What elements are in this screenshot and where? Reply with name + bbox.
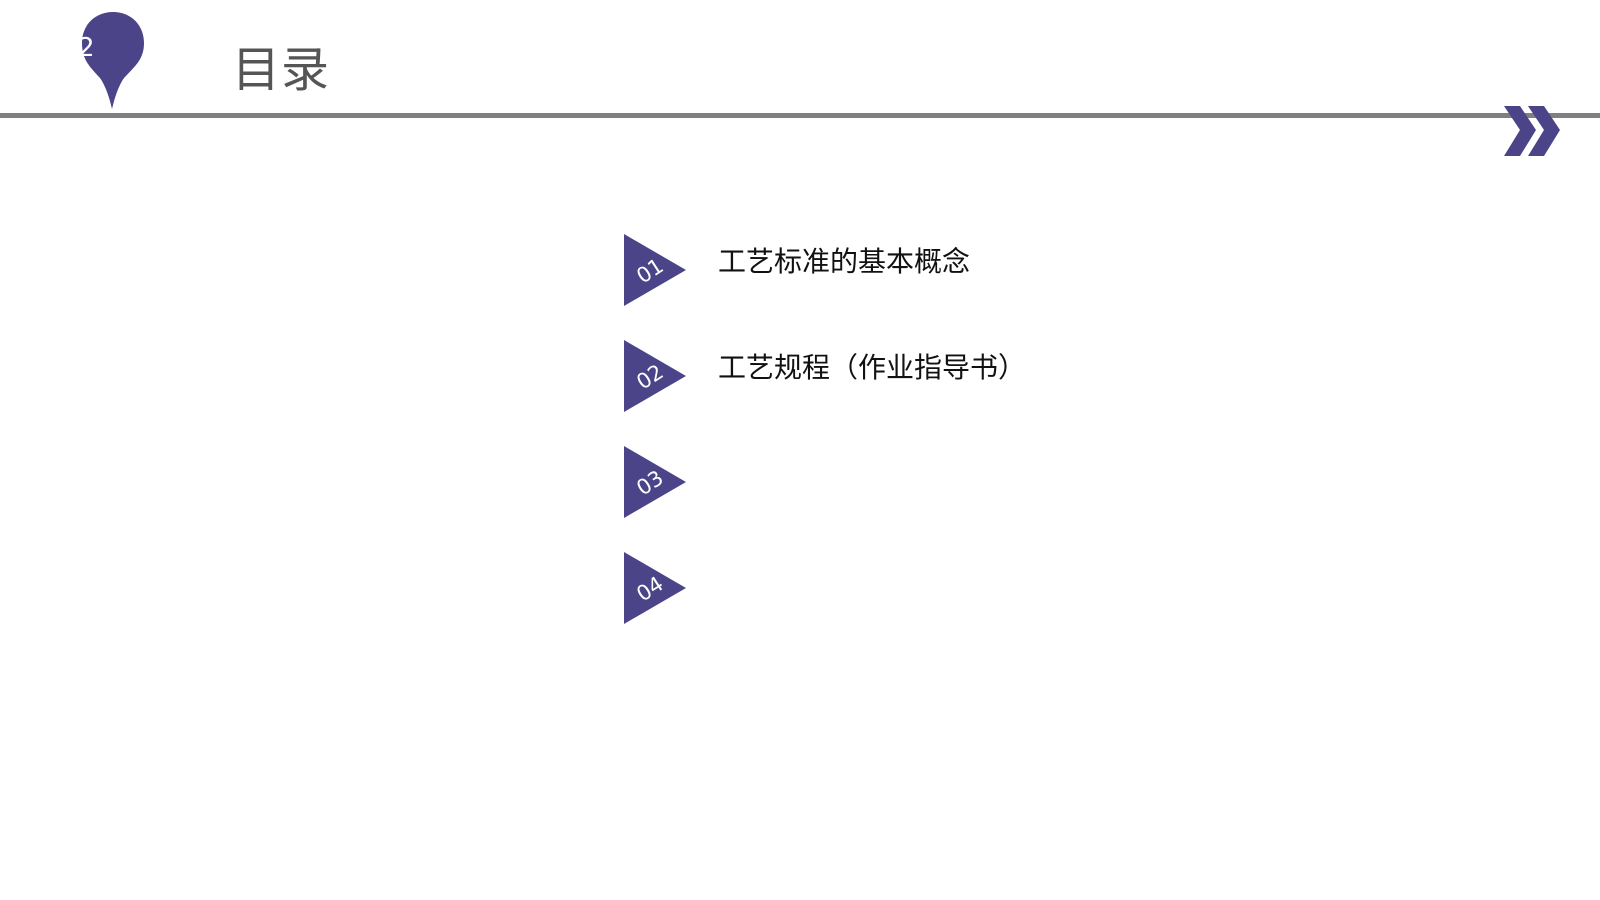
map-pin-icon: 2 [78, 12, 146, 112]
triangle-marker-icon: 01 [624, 234, 688, 306]
triangle-marker-icon: 03 [624, 446, 688, 518]
toc-item-03[interactable]: 03 [624, 446, 1244, 518]
double-chevron-right-icon [1504, 104, 1564, 160]
pin-glyph: 2 [78, 34, 92, 62]
toc-label: 工艺标准的基本概念 [718, 245, 971, 278]
toc-item-04[interactable]: 04 [624, 552, 1244, 624]
header-divider [0, 113, 1600, 118]
page-title: 目录 [232, 42, 331, 98]
toc-item-02[interactable]: 02 工艺规程（作业指导书） [624, 340, 1244, 412]
toc-item-01[interactable]: 01 工艺标准的基本概念 [624, 234, 1244, 306]
table-of-contents: 01 工艺标准的基本概念 02 工艺规程（作业指导书） 03 [624, 234, 1244, 658]
triangle-marker-icon: 02 [624, 340, 688, 412]
triangle-marker-icon: 04 [624, 552, 688, 624]
toc-label: 工艺规程（作业指导书） [718, 351, 1027, 384]
